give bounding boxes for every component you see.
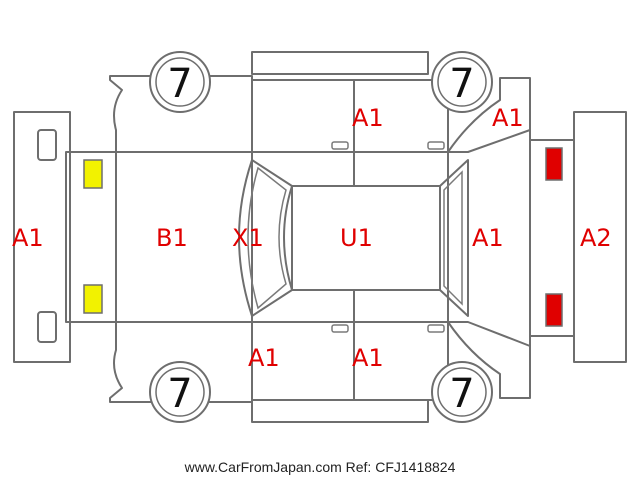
rear-lamp-bottom <box>83 284 103 314</box>
code-front-bumper: A2 <box>580 224 612 252</box>
tire-top-left: 7 <box>149 51 211 113</box>
footer-reference: www.CarFromJapan.com Ref: CFJ1418824 <box>184 459 456 475</box>
front-panel <box>529 139 575 337</box>
rear-bumper <box>13 111 71 363</box>
tire-top-right: 7 <box>431 51 493 113</box>
tire-bottom-right: 7 <box>431 361 493 423</box>
code-hood: A1 <box>472 224 504 252</box>
rear-lamp-top <box>83 159 103 189</box>
code-bottom-rear-door: A1 <box>248 344 280 372</box>
door-handles <box>331 141 445 333</box>
code-top-right-door: A1 <box>352 104 384 132</box>
car-body-outline <box>109 75 449 403</box>
code-rear-bumper: A1 <box>12 224 44 252</box>
front-bumper <box>573 111 627 363</box>
rear-panel <box>65 151 117 323</box>
side-sills <box>251 51 429 423</box>
tire-tread-top-right: 7 <box>449 61 474 107</box>
rear-glass <box>238 159 293 317</box>
code-rear-glass: X1 <box>232 224 264 252</box>
damage-codes: A1 B1 X1 U1 A1 A2 A1 A1 A1 A1 <box>12 104 612 372</box>
tire-tread-bottom-left: 7 <box>167 371 192 417</box>
tire-tread-top-left: 7 <box>167 61 192 107</box>
windshield <box>439 159 469 317</box>
tire-bottom-left: 7 <box>149 361 211 423</box>
tire-tread-bottom-right: 7 <box>449 371 474 417</box>
front-lamp-bottom <box>545 293 563 327</box>
code-top-right-fender: A1 <box>492 104 524 132</box>
code-bottom-front-door: A1 <box>352 344 384 372</box>
front-lamp-top <box>545 147 563 181</box>
code-roof: U1 <box>340 224 373 252</box>
code-trunk: B1 <box>156 224 188 252</box>
